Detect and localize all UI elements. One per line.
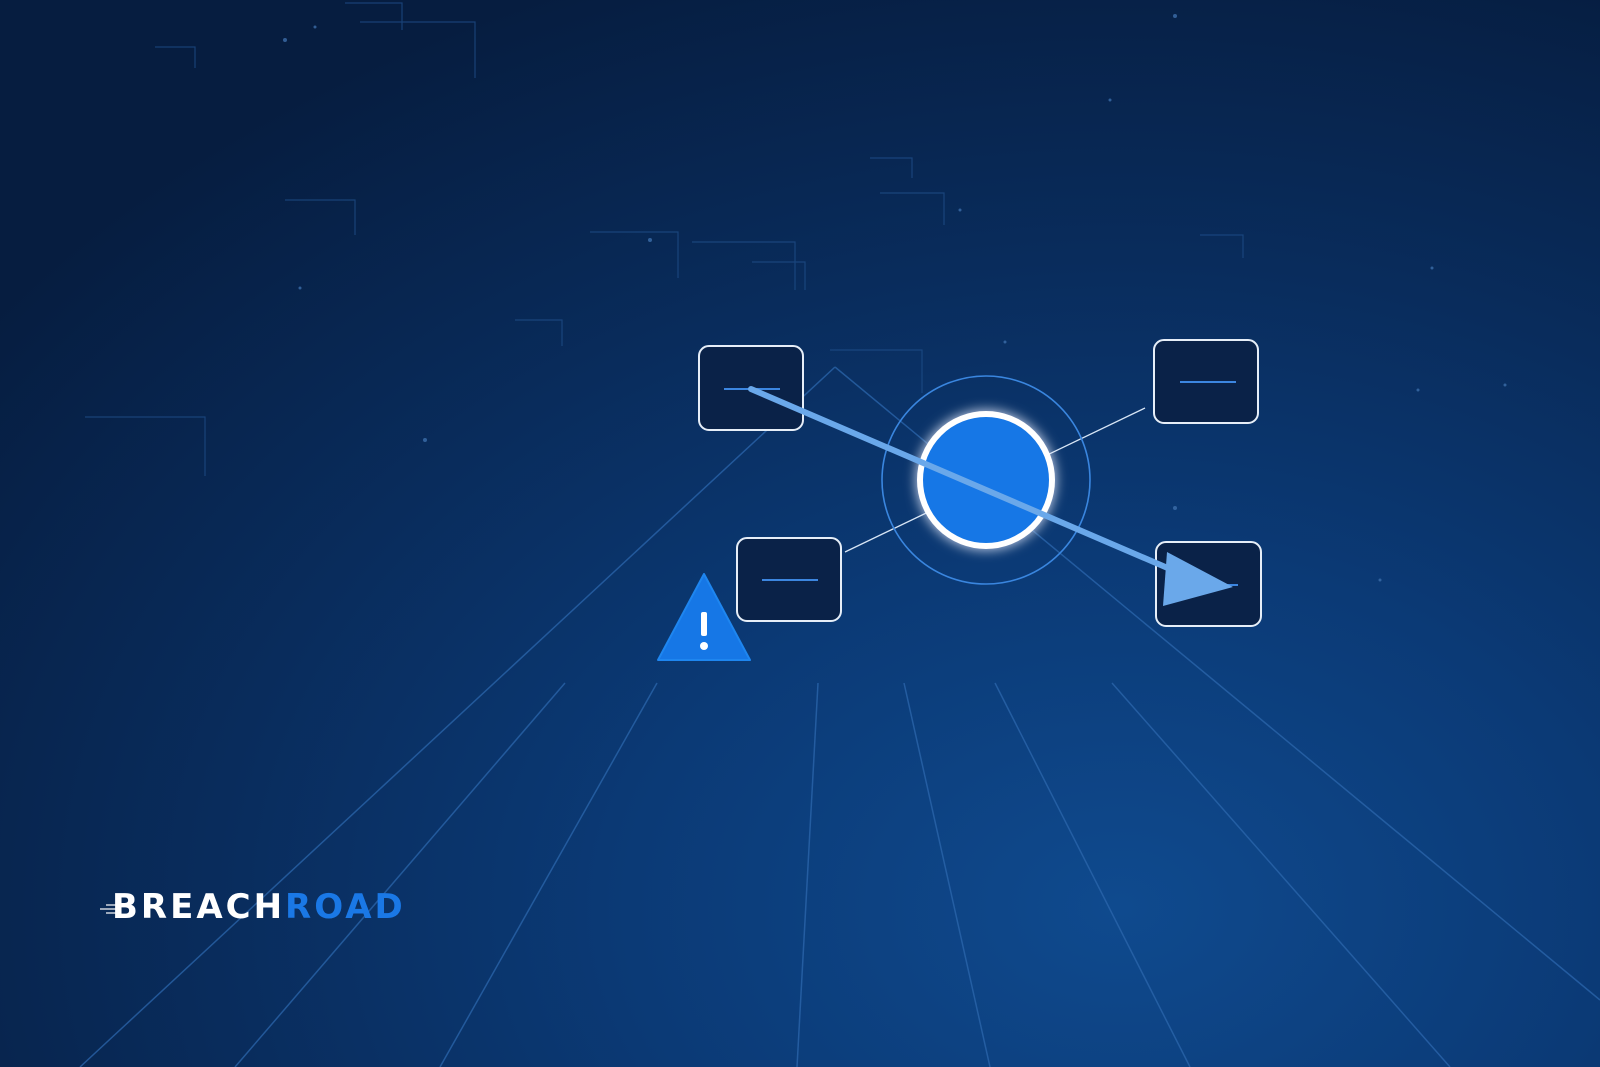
- star-dots: [283, 14, 1507, 582]
- hub-outer-ring: [881, 375, 1091, 585]
- node-bottom-left[interactable]: [736, 537, 842, 622]
- perspective-road-lines: [79, 366, 1600, 1067]
- brand-logo: BREACHROAD: [112, 890, 406, 924]
- circuit-traces: [85, 2, 1244, 476]
- central-hub[interactable]: [917, 411, 1055, 549]
- attack-path-arrow: [748, 386, 1233, 606]
- node-top-right[interactable]: [1153, 339, 1259, 424]
- logo-speed-lines: [100, 904, 116, 914]
- logo-text-accent: ROAD: [285, 887, 406, 927]
- logo-text-primary: BREACH: [112, 887, 286, 927]
- warning-triangle-icon: [657, 573, 751, 661]
